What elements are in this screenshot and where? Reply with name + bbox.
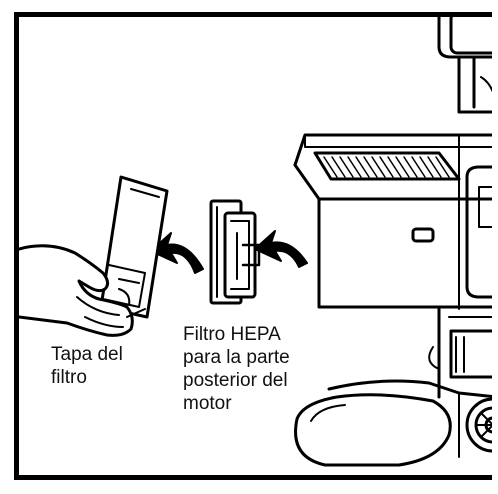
hand-icon xyxy=(19,244,146,337)
vacuum-unit-icon xyxy=(293,17,492,467)
hepa-filter-icon xyxy=(209,199,261,305)
instruction-illustration xyxy=(19,17,492,467)
curved-arrow-icon xyxy=(254,230,308,268)
curved-arrow-icon xyxy=(150,232,204,274)
hepa-filter-label: Filtro HEPA para la parte posterior del … xyxy=(183,324,290,414)
filter-cover-icon xyxy=(99,175,169,319)
illustration-frame: Tapa del filtro Filtro HEPA para la part… xyxy=(14,12,492,480)
filter-cover-label: Tapa del filtro xyxy=(51,344,123,388)
